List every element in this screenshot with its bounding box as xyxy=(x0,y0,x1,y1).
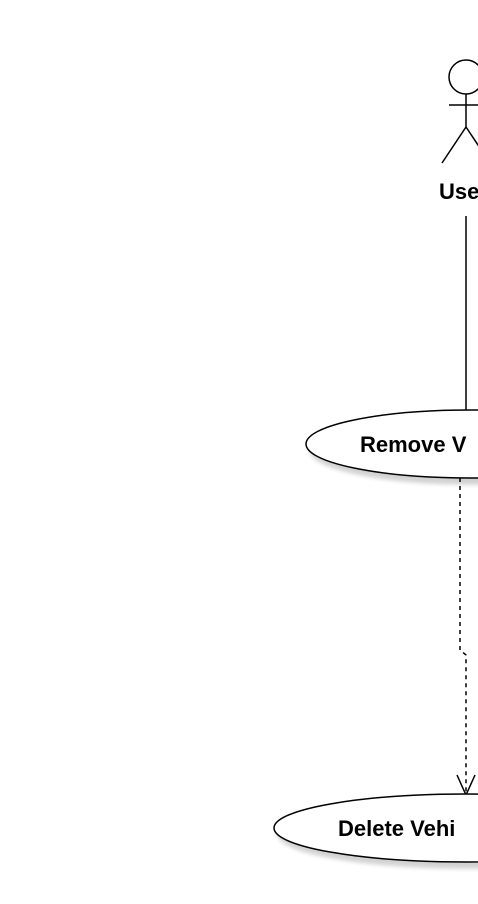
use-case-delete-vehicle[interactable]: Delete Vehi xyxy=(273,793,478,863)
use-case-remove-label: Remove V xyxy=(360,432,467,457)
dependency-arrowhead xyxy=(456,774,476,797)
actor-head xyxy=(448,59,478,95)
include-dependency-arrow[interactable] xyxy=(456,478,476,797)
actor-right-leg xyxy=(465,126,478,147)
dependency-dashed-line xyxy=(459,478,467,793)
actor-stick-figure[interactable] xyxy=(441,59,478,164)
use-case-remove-ellipse xyxy=(305,409,478,479)
use-case-delete-label: Delete Vehi xyxy=(338,816,455,841)
actor-left-leg xyxy=(441,126,467,164)
actor-label: Use xyxy=(439,179,478,204)
use-case-remove-vehicle[interactable]: Remove V xyxy=(305,409,478,479)
use-case-delete-ellipse xyxy=(273,793,478,863)
